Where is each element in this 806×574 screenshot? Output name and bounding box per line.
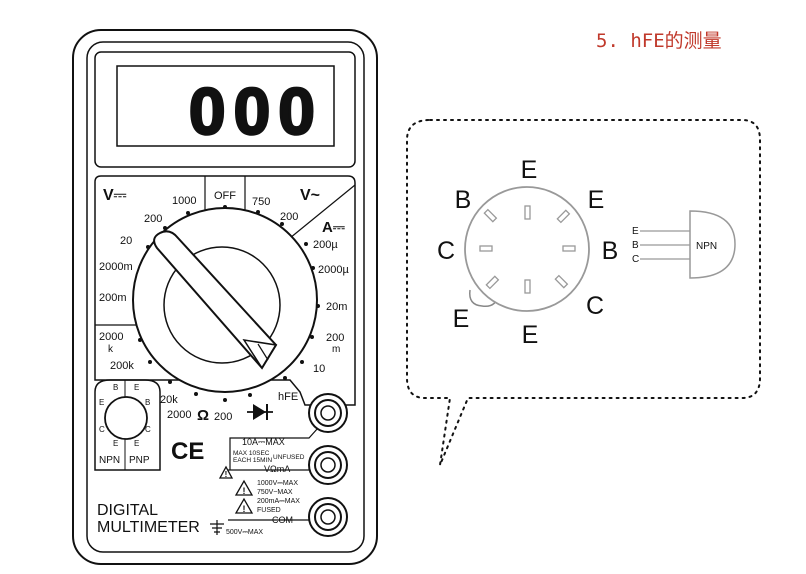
socket-pin-e-left: E <box>99 398 104 407</box>
pin-label-e-bottom-left: E <box>453 305 470 333</box>
range-ohm-2000: 2000 <box>167 409 191 421</box>
jack-com-note: 500V⎓MAX <box>226 529 263 536</box>
range-off: OFF <box>214 190 236 202</box>
socket-pin-c-right: C <box>145 425 151 434</box>
jack-vohm-ma[interactable] <box>308 445 348 485</box>
multimeter: 000 V⎓ V~ A⎓ 1000 200 20 2000m 200m OFF … <box>72 29 378 565</box>
socket-pin-b-left: B <box>113 383 118 392</box>
callout-bubble <box>406 119 761 466</box>
pin-label-c-left: C <box>437 237 455 265</box>
warning-icon: ! <box>218 465 234 479</box>
transistor-type-label: NPN <box>696 241 717 252</box>
divider-acv-dca <box>289 184 356 239</box>
brand-line-1: DIGITAL <box>97 502 158 519</box>
ce-mark: CE <box>171 438 204 465</box>
range-ohm-2000k: 2000 <box>99 331 123 343</box>
step-caption: 5. hFE的测量 <box>596 30 722 52</box>
warning-icon: ! <box>234 479 254 496</box>
range-dcv-1000: 1000 <box>172 195 196 207</box>
warning-icon: ! <box>234 497 254 514</box>
jack-10a-note-2: EACH 15MIN <box>233 457 272 464</box>
range-ohm-2000k-unit: k <box>108 344 114 355</box>
range-dcv-200: 200 <box>144 213 162 225</box>
range-acv-200: 200 <box>280 211 298 223</box>
jack-vohm-note-4: FUSED <box>257 507 281 514</box>
svg-text:!: ! <box>243 486 246 496</box>
pin-label-b-left: B <box>455 186 472 214</box>
jack-10a-label: 10A⎓MAX <box>242 437 285 447</box>
diode-icon <box>247 404 273 420</box>
pin-label-c-right: C <box>586 292 604 320</box>
jack-com-label: COM <box>272 515 293 525</box>
jack-vohm-note-3: 200mA⎓MAX <box>257 498 300 505</box>
range-dca-10: 10 <box>313 363 325 375</box>
socket-pin-e-bottom-right: E <box>134 439 139 448</box>
socket-pin-b-right: B <box>145 398 150 407</box>
lcd-screen <box>116 65 335 147</box>
range-ohm-20k: 20k <box>160 394 178 406</box>
section-acv-label: V~ <box>300 187 320 204</box>
socket-npn-label: NPN <box>99 455 120 466</box>
socket-frame <box>94 379 161 471</box>
range-ohm-200k: 200k <box>110 360 134 372</box>
lcd-reading: 000 <box>189 74 323 148</box>
jack-vohm-label: VΩmA <box>264 464 290 474</box>
section-dcv-label: V⎓ <box>103 187 127 204</box>
range-ohm-200: 200 <box>214 411 232 423</box>
lead-label-c: C <box>632 254 639 265</box>
socket-round <box>104 396 148 440</box>
pin-label-e-right: E <box>588 186 605 214</box>
range-dca-200m: 200 <box>326 332 344 344</box>
jack-10a-note-3: UNFUSED <box>273 454 305 461</box>
range-dcv-2000m: 2000m <box>99 261 133 273</box>
hfe-socket[interactable]: B E E B C E E C NPN PNP <box>94 379 161 471</box>
range-hfe: hFE <box>278 391 298 403</box>
socket-pin-e-bottom-left: E <box>113 439 118 448</box>
ohm-symbol: Ω <box>197 407 209 424</box>
socket-pnp-label: PNP <box>129 455 150 466</box>
socket-pin-c-left: C <box>99 425 105 434</box>
jack-10a[interactable] <box>308 393 348 433</box>
socket-pin-e-right: E <box>134 383 139 392</box>
lead-label-b: B <box>632 240 639 251</box>
jack-vohm-note-2: 750V~MAX <box>257 489 293 496</box>
range-dca-2000u: 2000µ <box>318 264 349 276</box>
jack-vohm-note-1: 1000V⎓MAX <box>257 480 298 487</box>
range-acv-750: 750 <box>252 196 270 208</box>
svg-text:!: ! <box>243 504 246 514</box>
range-dcv-20: 20 <box>120 235 132 247</box>
brand-line-2: MULTIMETER <box>97 519 200 536</box>
range-dca-200u: 200µ <box>313 239 338 251</box>
pin-label-e-top: E <box>521 156 538 184</box>
pin-label-e-bottom: E <box>522 321 539 349</box>
socket-holes <box>479 205 576 294</box>
rotary-selector-knob[interactable] <box>132 207 318 393</box>
jack-10a-note-1: MAX 10SEC <box>233 450 270 457</box>
socket-closeup: E B E C B E C E <box>437 156 618 349</box>
lead-label-e: E <box>632 226 639 237</box>
input-jacks <box>308 393 348 537</box>
range-dca-20m: 20m <box>326 301 347 313</box>
section-dca-label: A⎓ <box>322 219 345 236</box>
npn-transistor: E B C NPN <box>632 210 736 279</box>
jack-leader-lines <box>210 427 319 535</box>
svg-text:!: ! <box>225 470 228 479</box>
transistor-body <box>689 210 736 279</box>
jack-com[interactable] <box>308 497 348 537</box>
range-dcv-200m: 200m <box>99 292 127 304</box>
pin-label-b-right: B <box>602 237 619 265</box>
range-dca-200m-unit: m <box>332 344 340 355</box>
